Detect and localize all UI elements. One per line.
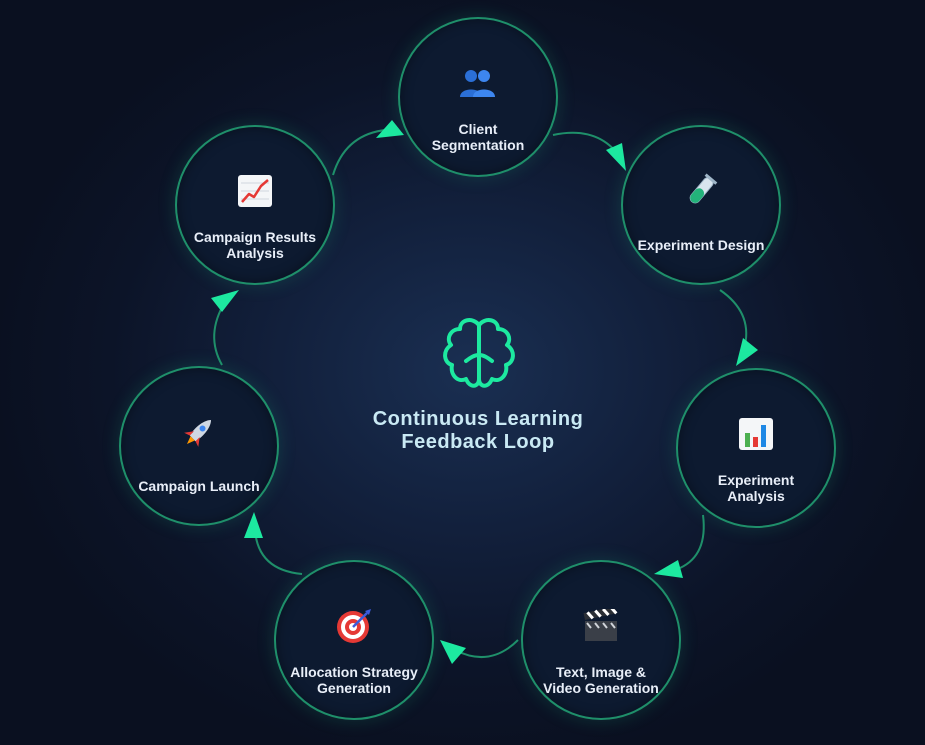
node-label: Campaign Results Analysis bbox=[193, 229, 317, 261]
node-content-generation: Text, Image & Video Generation bbox=[521, 560, 681, 720]
node-campaign-results: Campaign Results Analysis bbox=[175, 125, 335, 285]
arrowhead bbox=[736, 338, 758, 366]
node-experiment-design: Experiment Design bbox=[621, 125, 781, 285]
brain-icon bbox=[443, 318, 515, 388]
connector-arc bbox=[332, 129, 386, 176]
clapperboard-icon bbox=[579, 606, 623, 646]
arrowhead bbox=[244, 512, 263, 538]
node-experiment-analysis: Experiment Analysis bbox=[676, 368, 836, 528]
center-title-line1: Continuous Learning bbox=[372, 408, 584, 430]
trend-chart-icon bbox=[233, 171, 277, 211]
node-label: Experiment Analysis bbox=[717, 472, 795, 504]
arrowhead bbox=[440, 640, 466, 664]
center-title: Continuous Learning Feedback Loop bbox=[330, 408, 626, 454]
node-label: Allocation Strategy Generation bbox=[290, 664, 418, 696]
connector-arc bbox=[719, 289, 748, 346]
arrowhead bbox=[211, 290, 239, 312]
arrowhead bbox=[606, 143, 626, 171]
arrowhead bbox=[654, 560, 683, 578]
arrowhead bbox=[376, 120, 404, 138]
node-campaign-launch: Campaign Launch bbox=[119, 366, 279, 526]
node-label: Client Segmentation bbox=[431, 121, 525, 153]
rocket-icon bbox=[177, 412, 221, 452]
people-icon bbox=[456, 63, 500, 103]
node-label: Campaign Launch bbox=[138, 478, 260, 494]
node-client-segmentation: Client Segmentation bbox=[398, 17, 558, 177]
connector-arc bbox=[679, 514, 705, 569]
node-allocation-strategy: Allocation Strategy Generation bbox=[274, 560, 434, 720]
target-icon bbox=[332, 606, 376, 646]
bar-chart-icon bbox=[734, 414, 778, 454]
node-label: Text, Image & Video Generation bbox=[543, 664, 659, 696]
connector-arc bbox=[213, 301, 226, 366]
test-tube-icon bbox=[679, 171, 723, 211]
center-title-line2: Feedback Loop bbox=[401, 431, 555, 453]
node-label: Experiment Design bbox=[637, 237, 765, 253]
